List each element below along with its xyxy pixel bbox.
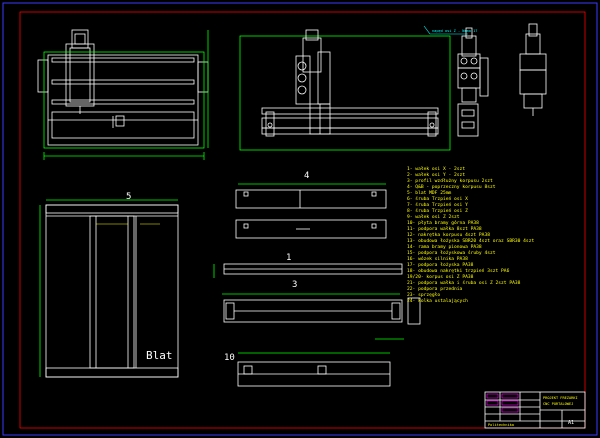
view-1-rail[interactable]: 1 (213, 253, 403, 278)
parts-list-item: 19/20- korpus osi Z PA38 (407, 274, 474, 280)
view-10-plate[interactable]: 10 (224, 352, 391, 387)
view-4-label: 4 (304, 171, 309, 181)
parts-list-item: 2- wałek osi Y - 2szt (407, 172, 465, 178)
front-view-machine[interactable] (37, 29, 209, 160)
parts-list-item: 22- podpora przednia (407, 286, 463, 292)
spindle-front-view[interactable] (519, 23, 547, 116)
parts-list-item: 18- obudowa nakrętki trzpień 3szt PA6 (407, 267, 510, 274)
view-4-profile[interactable]: 4 (235, 171, 387, 239)
blat-label: Blat (146, 349, 173, 362)
parts-list-item: 5- blat MDF 25mm (407, 190, 451, 196)
title-block-footer: Politechnika (488, 423, 514, 427)
title-block-title-1: PROJEKT FREZARKI (543, 396, 578, 400)
parts-list: 1- wałek osi X - 2szt 2- wałek osi Y - 2… (407, 166, 534, 304)
sheet-inner-frame (19, 11, 586, 429)
callout-label: napęd osi Z - Nema 17 (432, 29, 477, 33)
parts-list-item: 14- rama bramy pionowa PA38 (407, 244, 482, 250)
view-3-rail[interactable]: 3 (222, 280, 421, 340)
title-block[interactable]: PROJEKT FREZARKI CNC PORTALOWEJ Politech… (484, 391, 586, 429)
parts-list-item: 23- sprzęgło (407, 292, 440, 298)
view-1-label: 1 (286, 253, 291, 263)
parts-list-item: 8- śruba Trzpień osi Z (407, 207, 468, 214)
parts-list-item: 24- kolka ustalających (407, 298, 468, 304)
parts-list-item: 11- podpora wałka 8szt PA38 (407, 226, 482, 232)
parts-list-item: 6- śruba Trzpień osi X (407, 195, 468, 202)
parts-list-item: 9- wałek osi Z 2szt (407, 214, 460, 220)
parts-list-item: 17- podpora łożyska PA38 (407, 262, 474, 268)
parts-list-item: 4- Q&B - poprzeczny korpusu 8szt (407, 184, 496, 190)
title-block-sheet: A1 (568, 420, 574, 426)
parts-list-item: 16- wózek silnika PA38 (407, 255, 468, 262)
parts-list-item: 3- profil wzdłużny korpusu 2szt (407, 178, 493, 184)
parts-list-item: 10- płyta bramy górna PA38 (407, 219, 479, 226)
parts-list-item: 1- wałek osi X - 2szt (407, 166, 465, 172)
view-3-label: 3 (292, 280, 297, 290)
title-block-title-2: CNC PORTALOWEJ (543, 402, 573, 406)
spindle-side-view[interactable]: napęd osi Z - Nema 17 (423, 25, 489, 137)
parts-list-item: 21- podpora wałka i śruba osi Z 2szt PA3… (407, 279, 521, 286)
view-5-table[interactable]: 5 Blat (39, 192, 179, 378)
view-10-label: 10 (224, 353, 235, 363)
parts-list-item: 7- śruba Trzpień osi Y (407, 201, 468, 208)
side-view-machine[interactable] (239, 29, 451, 151)
parts-list-item: 15- podpora łożyskowa śruby 4szt (407, 249, 496, 256)
parts-list-item: 12- nakrętka korpusu 4szt PA38 (407, 232, 490, 238)
view-5-label: 5 (126, 192, 131, 202)
parts-list-item: 13- obudowa łożyska SBR20 4szt oraz SBR3… (407, 238, 534, 244)
